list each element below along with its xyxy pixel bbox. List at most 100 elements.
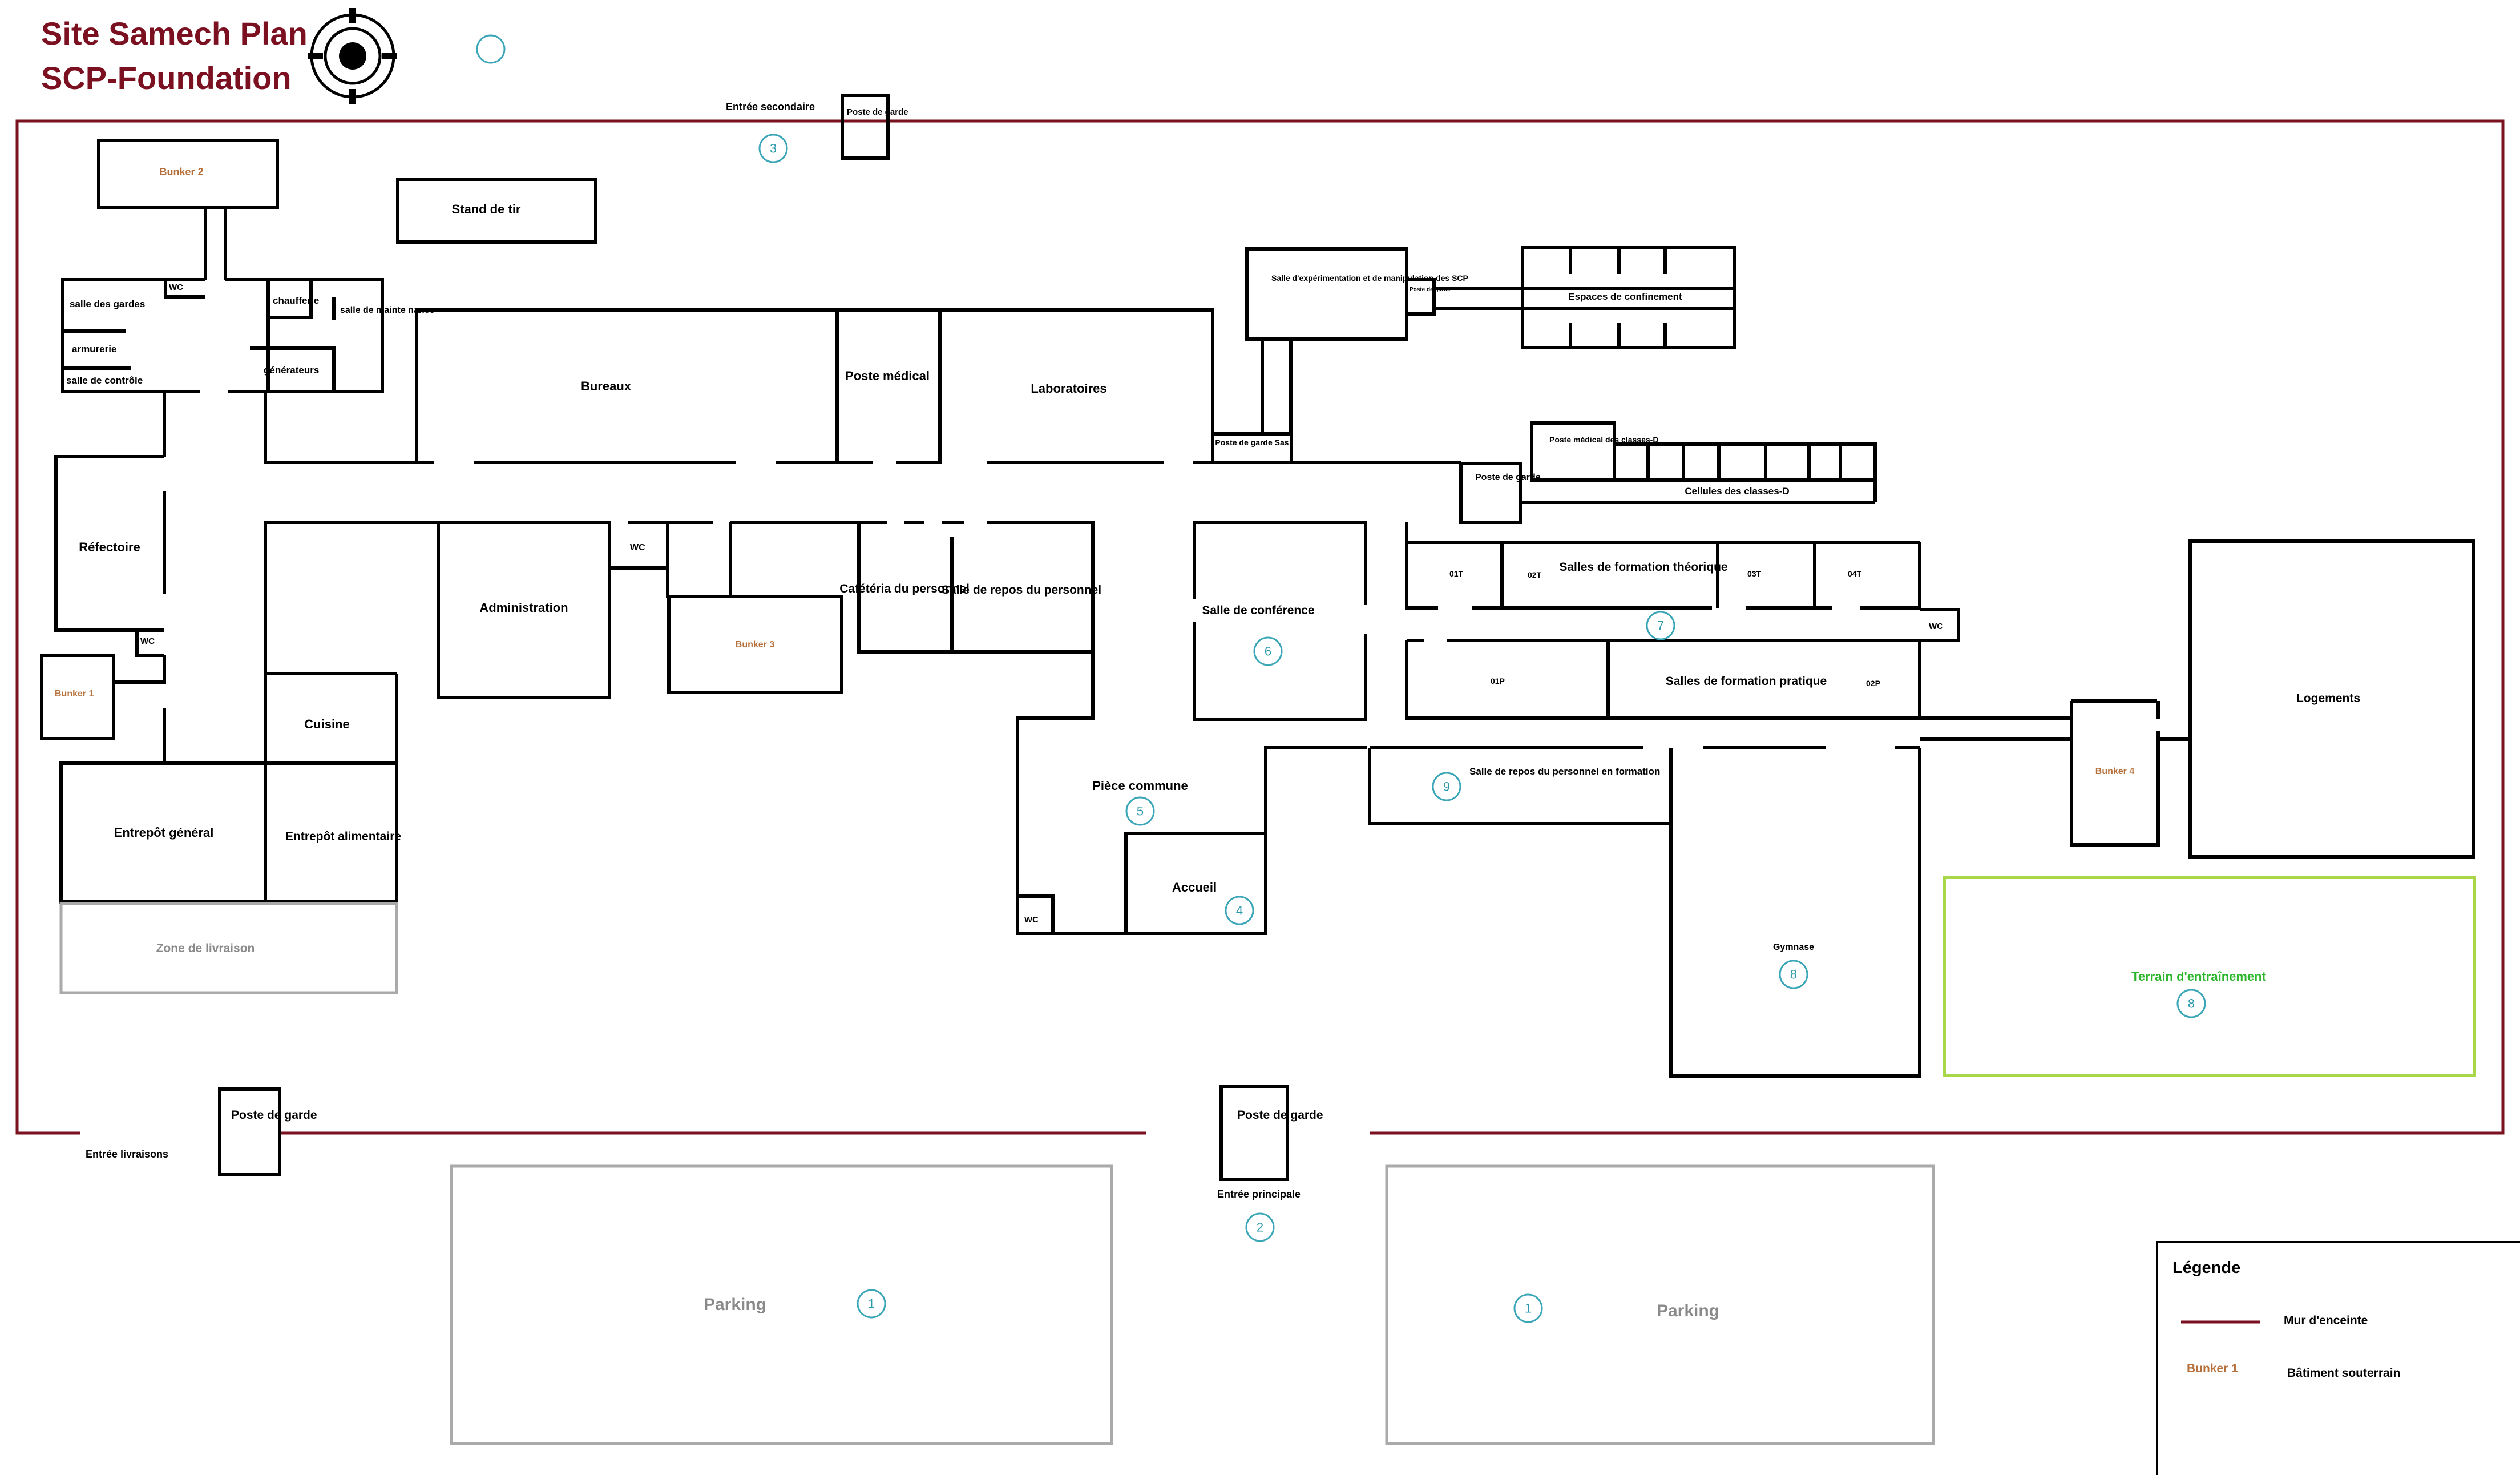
espaces-confinement [1521, 246, 1736, 349]
svg-text:3: 3 [770, 142, 777, 156]
room-01p-label: 01P [1491, 676, 1505, 686]
entrepot-alimentaire-label: Entrepôt alimentaire [285, 830, 401, 843]
enclosure-wall [15, 119, 2505, 1135]
svg-text:5: 5 [1137, 804, 1144, 819]
marker-7: 7 [1646, 611, 1675, 640]
svg-text:8: 8 [1790, 968, 1797, 982]
parking-left-label: Parking [704, 1295, 766, 1314]
entree-secondaire-label: Entrée secondaire [726, 101, 815, 112]
svg-text:6: 6 [1265, 644, 1271, 659]
poste-garde-small-label: Poste de garde [1410, 287, 1451, 293]
zone-de-livraison [59, 902, 398, 994]
poste-garde-principal-label: Poste de garde [1237, 1109, 1323, 1122]
bunker-2-label: Bunker 2 [159, 166, 203, 178]
salle-des-gardes-label: salle des gardes [70, 299, 145, 309]
entrepots [59, 761, 398, 904]
salle-conference-label: Salle de conférence [1202, 604, 1314, 617]
room-02t-label: 02T [1528, 570, 1542, 579]
laboratoires-label: Laboratoires [1031, 381, 1106, 396]
svg-text:9: 9 [1443, 780, 1450, 794]
logements-label: Logements [2296, 692, 2360, 705]
room-04t-label: 04T [1848, 569, 1862, 578]
poste-garde-est-label: Poste de garde [1475, 473, 1541, 482]
room-03t-label: 03T [1747, 569, 1762, 578]
accueil-label: Accueil [1172, 880, 1217, 894]
poste-garde-principal [1219, 1085, 1289, 1181]
bunker-2 [97, 139, 279, 209]
parking-right-label: Parking [1657, 1301, 1719, 1320]
marker-2: 2 [1245, 1212, 1275, 1242]
room-02p-label: 02P [1866, 679, 1880, 688]
legend [2156, 1241, 2520, 1475]
cellules-classes-d [1520, 442, 1877, 504]
bunker-3 [667, 595, 843, 694]
logements [2188, 539, 2475, 859]
bunker-4-label: Bunker 4 [2095, 767, 2135, 776]
poste-garde-sas-label: Poste de garde Sas [1215, 438, 1289, 447]
poste-garde-nord-label: Poste de garde [847, 107, 908, 117]
svg-text:1: 1 [1525, 1301, 1532, 1316]
marker-3: 3 [758, 134, 788, 163]
poste-medical-label: Poste médical [845, 369, 930, 383]
poste-garde-nord [841, 94, 890, 160]
salles-formation [1405, 522, 1960, 720]
administration-label: Administration [479, 601, 568, 615]
parking-right [1385, 1164, 1935, 1445]
wc-accueil-label: WC [1024, 915, 1039, 925]
gymnase-label: Gymnase [1773, 942, 1814, 952]
poste-garde-sas [1211, 432, 1293, 464]
marker-1-right: 1 [1513, 1293, 1543, 1323]
entree-principale-label: Entrée principale [1217, 1188, 1301, 1200]
piece-commune-accueil [1016, 652, 1367, 935]
parking-left [450, 1164, 1113, 1445]
wc-top-label: WC [169, 283, 183, 292]
entrepot-general-label: Entrepôt général [114, 825, 214, 840]
espaces-confinement-label: Espaces de confinement [1568, 291, 1682, 302]
north-wing [415, 308, 1461, 464]
formation-theorique-label: Salles de formation théorique [1559, 561, 1727, 574]
svg-text:2: 2 [1257, 1220, 1263, 1235]
wc-refectoire-label: WC [140, 636, 155, 646]
marker-1-left: 1 [857, 1289, 886, 1319]
entree-livraisons-label: Entrée livraisons [86, 1148, 168, 1160]
bunker-1 [40, 654, 115, 740]
room-01t-label: 01T [1449, 569, 1464, 578]
legend-bunker-sample: Bunker 1 [2187, 1362, 2238, 1375]
wc-admin-label: WC [630, 543, 645, 553]
armurerie-label: armurerie [72, 344, 116, 354]
svg-text:1: 1 [868, 1297, 875, 1311]
legend-underground-label: Bâtiment souterrain [2287, 1367, 2400, 1380]
svg-text:8: 8 [2188, 997, 2195, 1011]
poste-garde-small [1405, 278, 1436, 316]
poste-garde-livraisons-label: Poste de garde [231, 1109, 317, 1122]
legend-title: Légende [2172, 1259, 2240, 1277]
marker-4: 4 [1225, 896, 1254, 925]
salle-repos-formation-label: Salle de repos du personnel en formation [1469, 766, 1660, 777]
plan-subtitle: SCP-Foundation [41, 60, 292, 96]
cuisine-label: Cuisine [304, 717, 349, 731]
refectoire-label: Réfectoire [79, 540, 140, 554]
plan-title: Site Samech Plan [41, 15, 308, 51]
svg-text:7: 7 [1657, 619, 1664, 633]
marker-6: 6 [1253, 636, 1283, 666]
formation-pratique-label: Salles de formation pratique [1666, 675, 1827, 688]
security-block [61, 278, 384, 393]
salle-conference [1193, 521, 1367, 721]
generateurs-label: générateurs [264, 365, 319, 376]
stand-de-tir [396, 178, 597, 244]
poste-garde-est [1459, 462, 1522, 524]
poste-medical-classes-d-label: Poste médical des classes-D [1549, 435, 1658, 444]
marker-8-field: 8 [2176, 989, 2206, 1018]
zone-de-livraison-label: Zone de livraison [156, 942, 255, 955]
marker-8-gym: 8 [1779, 960, 1808, 989]
legend-wall-label: Mur d'enceinte [2284, 1314, 2368, 1327]
piece-commune-label: Pièce commune [1092, 779, 1188, 793]
gymnase-block [1368, 746, 1921, 1078]
scp-foundation-logo-icon [308, 8, 397, 104]
wc-formation-label: WC [1929, 622, 1943, 631]
salle-repos-label: Salle de repos du personnel [942, 583, 1101, 597]
salle-de-controle-label: salle de contrôle [66, 375, 143, 386]
terrain-entrainement-label: Terrain d'entraînement [2131, 969, 2267, 984]
svg-text:4: 4 [1236, 904, 1243, 918]
